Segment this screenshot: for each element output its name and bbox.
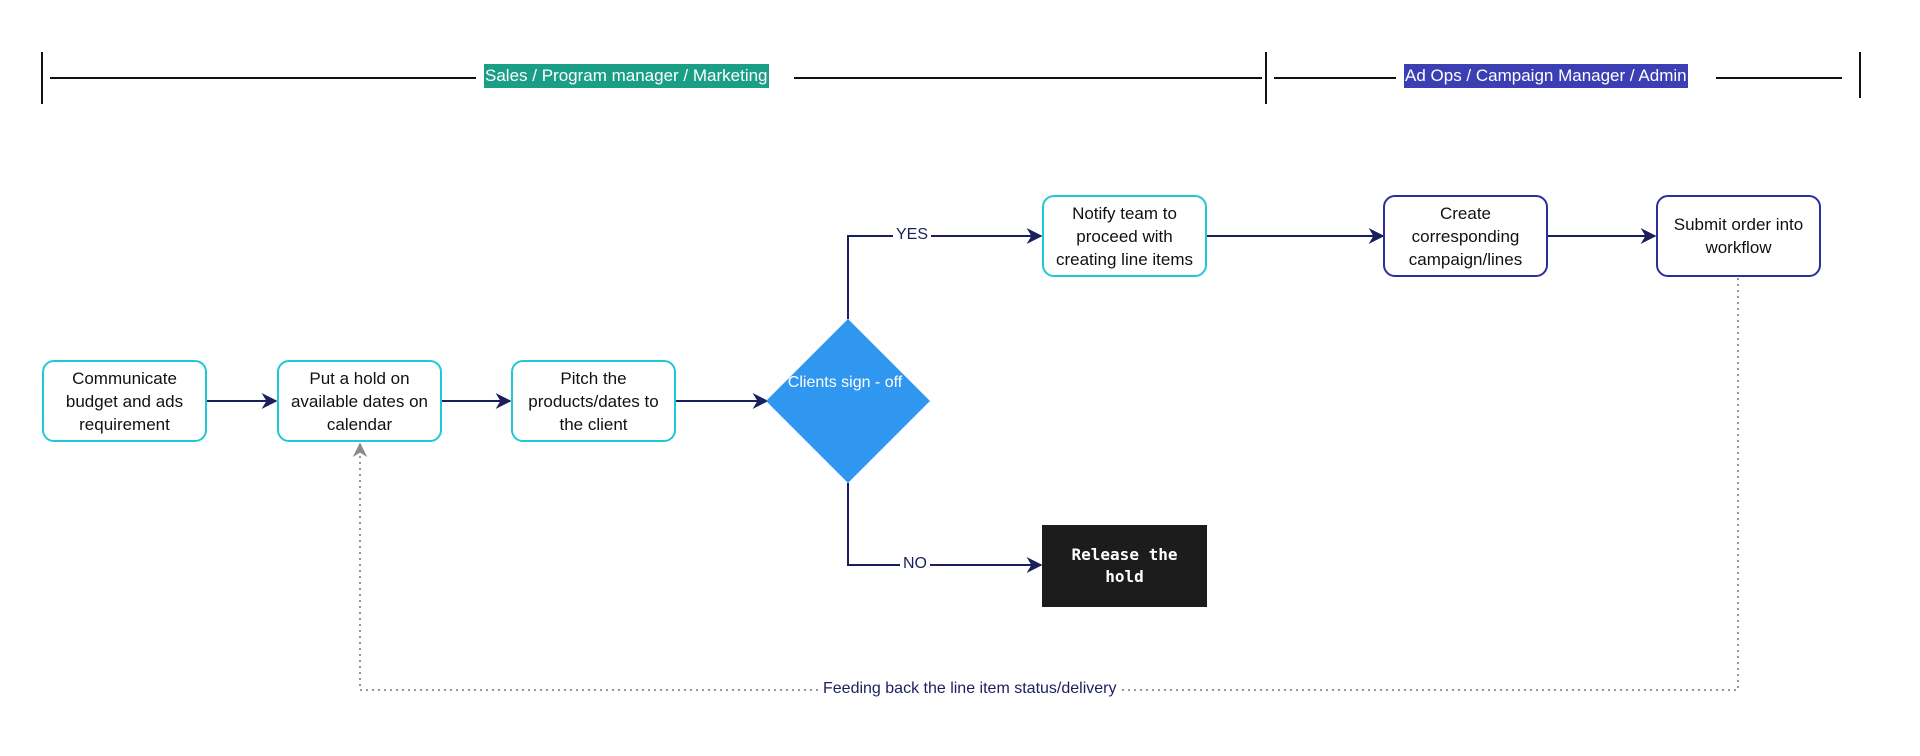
node-create-campaign-label: Create corresponding campaign/lines: [1408, 203, 1523, 269]
edge-label-yes: YES: [893, 225, 932, 245]
lane-label-adops: Ad Ops / Campaign Manager / Admin: [1404, 64, 1688, 88]
node-pitch-products-label: Pitch the products/dates to the client: [528, 368, 659, 434]
decision-label: Clients sign - off: [787, 374, 903, 391]
decision-diamond: [766, 319, 930, 483]
node-communicate-budget: Communicate budget and ads requirement: [42, 360, 207, 442]
feedback-loop-line: [352, 278, 1739, 691]
edge-label-feedback: Feeding back the line item status/delive…: [820, 679, 1120, 699]
node-pitch-products: Pitch the products/dates to the client: [511, 360, 676, 442]
node-release-hold-label: Release the hold: [1071, 545, 1178, 586]
arrow-decision-no: [847, 483, 1043, 573]
node-submit-order-label: Submit order into workflow: [1673, 215, 1804, 257]
edge-label-no: NO: [900, 554, 930, 574]
node-release-hold: Release the hold: [1042, 525, 1207, 607]
lane-bracket-sales: [41, 52, 1262, 104]
lane-label-sales: Sales / Program manager / Marketing: [484, 64, 769, 88]
flow-arrows: [207, 228, 1657, 573]
arrow-decision-yes: [847, 228, 1043, 319]
node-notify-team: Notify team to proceed with creating lin…: [1042, 195, 1207, 277]
node-communicate-budget-label: Communicate budget and ads requirement: [65, 368, 184, 434]
node-put-hold: Put a hold on available dates on calenda…: [277, 360, 442, 442]
node-submit-order: Submit order into workflow: [1656, 195, 1821, 277]
lane-bracket-adops: [1265, 52, 1861, 104]
node-notify-team-label: Notify team to proceed with creating lin…: [1055, 203, 1193, 269]
node-create-campaign: Create corresponding campaign/lines: [1383, 195, 1548, 277]
node-put-hold-label: Put a hold on available dates on calenda…: [290, 368, 429, 434]
